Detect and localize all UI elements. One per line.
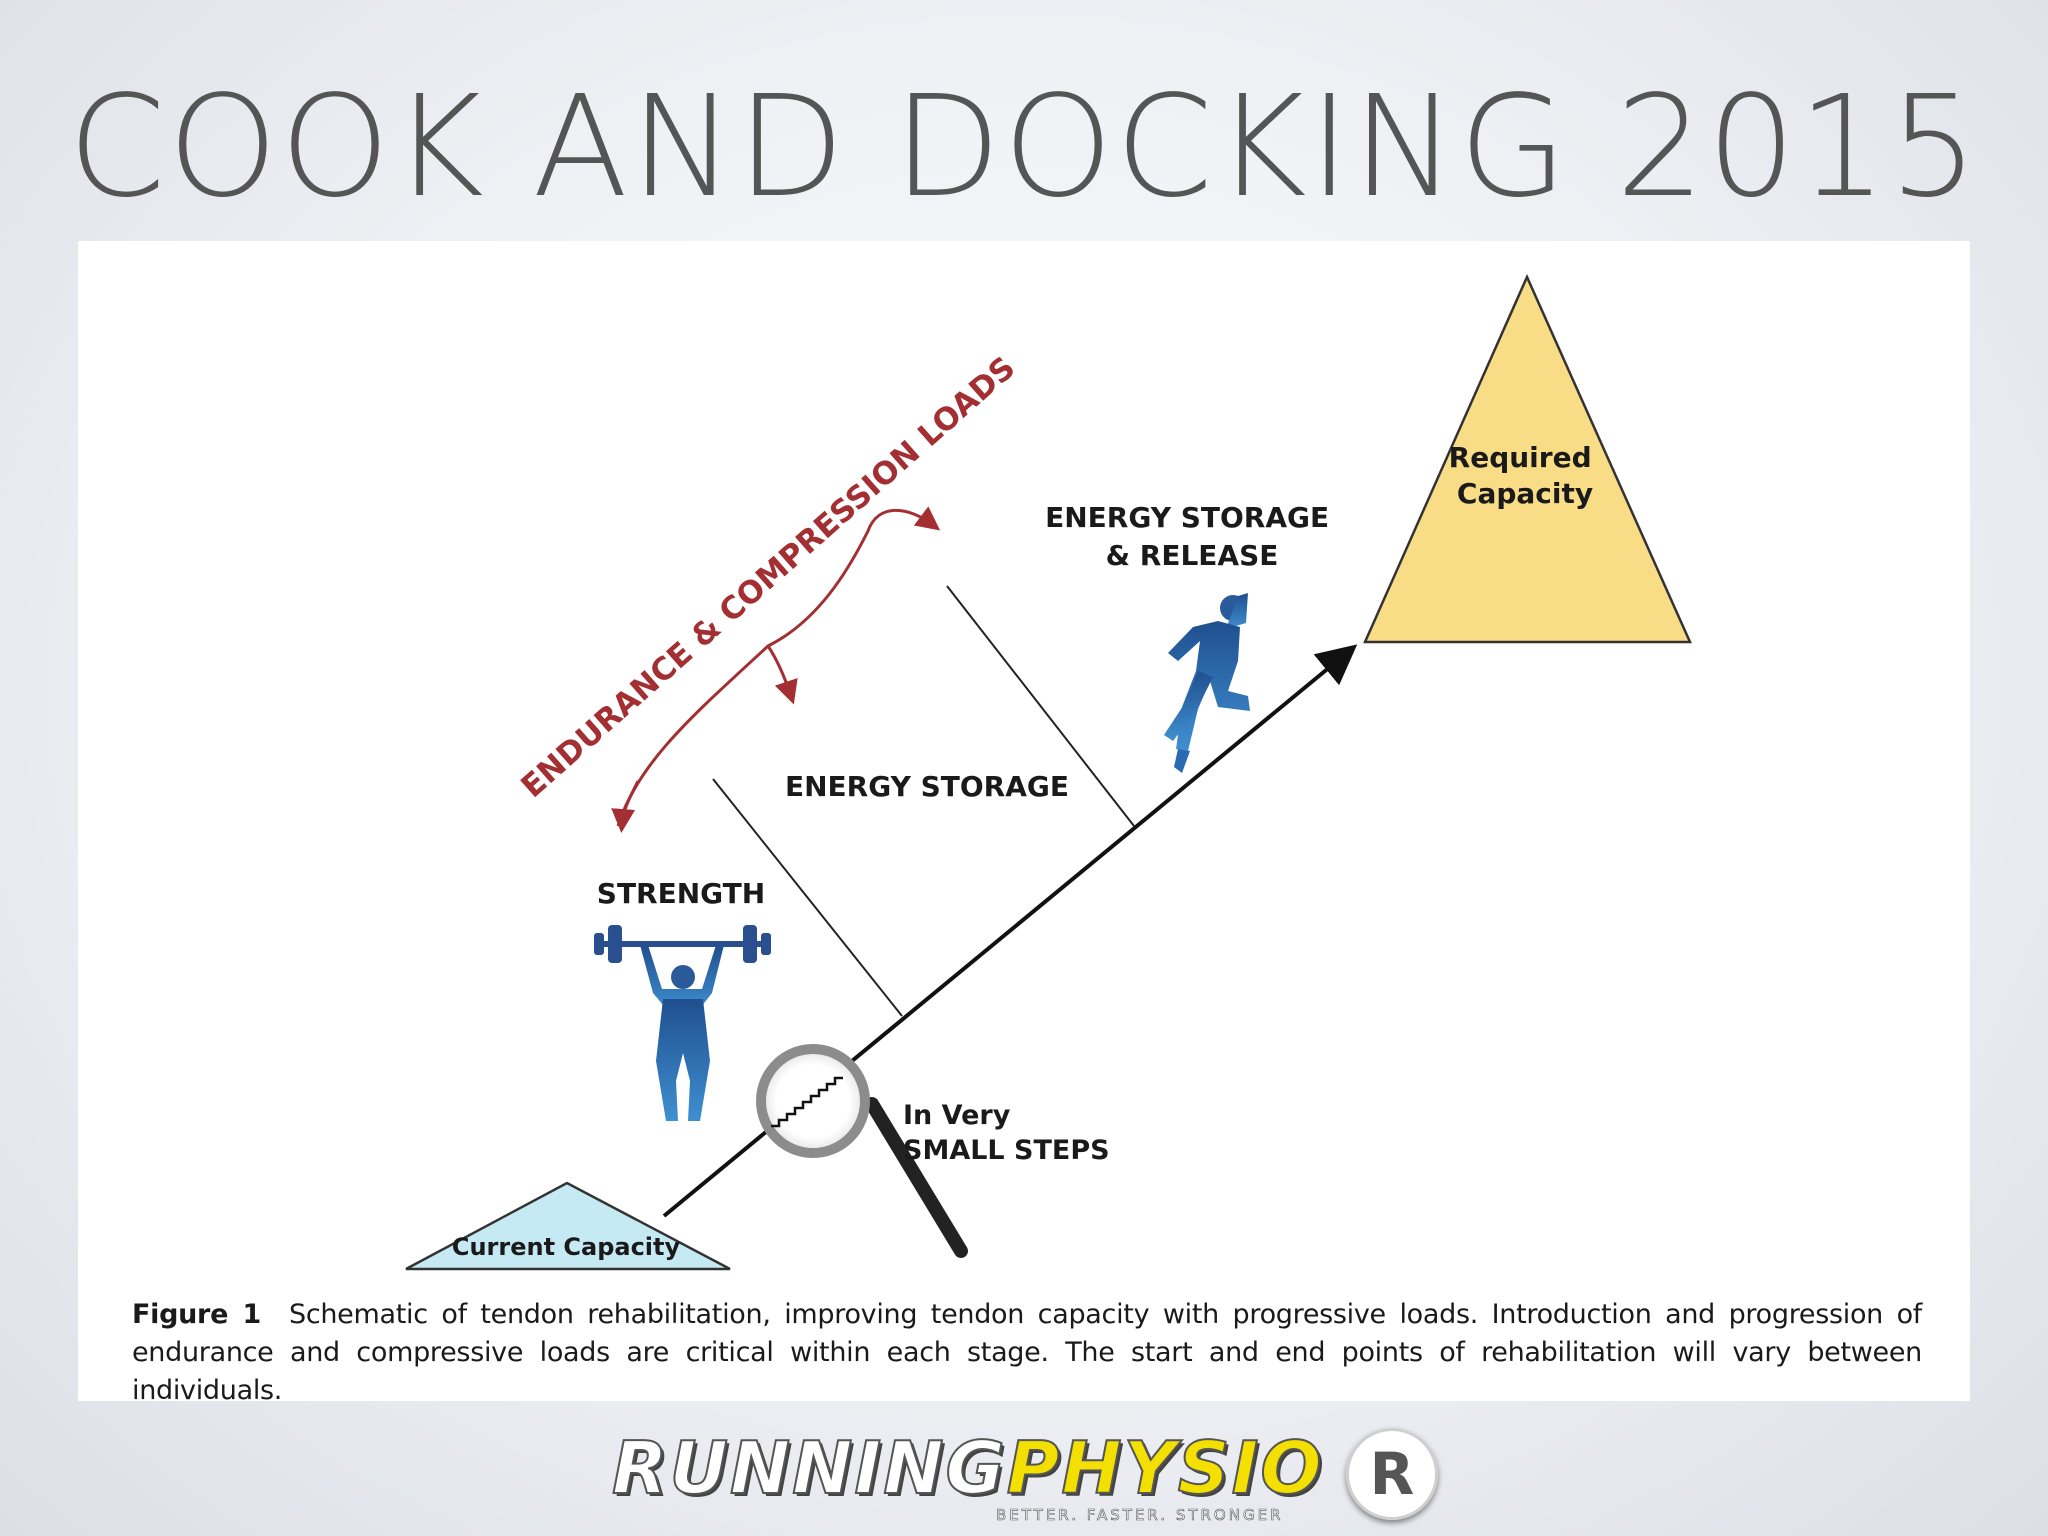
required-capacity-triangle xyxy=(1363,273,1692,644)
strength-label: STRENGTH xyxy=(597,877,765,910)
energy-storage-release-label: ENERGY STORAGE & RELEASE xyxy=(1045,501,1339,572)
endurance-compression-label: ENDURANCE & COMPRESSION LOADS xyxy=(514,350,1022,805)
brand-wordmark: RUNNINGPHYSIO xyxy=(611,1426,1324,1510)
stage-divider-1 xyxy=(712,778,903,1017)
required-capacity-label: Required Capacity xyxy=(1449,441,1602,510)
energy-storage-label: ENERGY STORAGE xyxy=(785,770,1069,803)
endurance-bracket-start xyxy=(611,780,640,833)
small-steps-label: In Very SMALL STEPS xyxy=(903,1100,1110,1166)
brand-tagline: BETTER. FASTER. STRONGER xyxy=(996,1506,1284,1525)
tendon-rehab-diagram: Required Capacity Current Capacity STREN… xyxy=(405,273,1692,1271)
brand-badge-icon: R xyxy=(1346,1428,1438,1520)
running-physio-logo: RUNNINGPHYSIO BETTER. FASTER. STRONGER R xyxy=(600,1420,1460,1530)
sprinter-icon xyxy=(1164,593,1250,773)
endurance-bracket-center xyxy=(766,645,798,705)
current-capacity-label: Current Capacity xyxy=(452,1233,681,1261)
endurance-bracket-curve xyxy=(616,506,941,827)
slide-title: COOK AND DOCKING 2015 xyxy=(67,66,1981,229)
weightlifter-icon xyxy=(594,925,771,1121)
figure-caption-text: Schematic of tendon rehabilitation, impr… xyxy=(132,1299,1922,1406)
stage-divider-2 xyxy=(946,585,1135,827)
figure-panel: Required Capacity Current Capacity STREN… xyxy=(78,241,1970,1406)
magnifying-glass-icon xyxy=(756,1044,968,1258)
current-capacity-triangle xyxy=(405,1181,731,1271)
figure-caption-label: Figure 1 xyxy=(132,1299,261,1330)
